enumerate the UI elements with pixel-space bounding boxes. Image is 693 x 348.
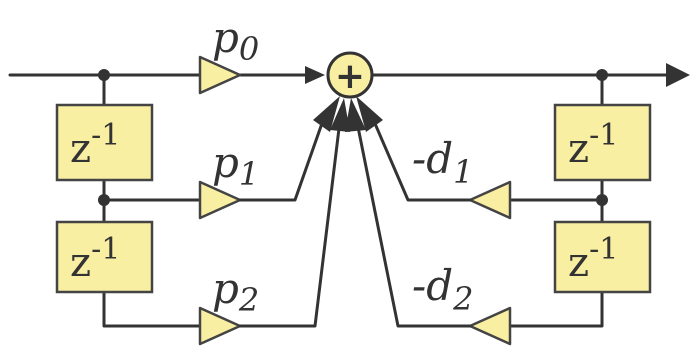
d2-branch-wire <box>353 110 472 328</box>
gain-p2-triangle <box>198 306 242 346</box>
gain-d1-triangle <box>468 180 512 220</box>
output-arrow <box>666 63 690 87</box>
left-delay-box-1 <box>55 103 154 182</box>
right-junction-mid <box>596 194 608 206</box>
d2-arrowhead <box>345 98 366 132</box>
adder-circle <box>326 51 374 99</box>
gain-p1-triangle <box>198 180 242 220</box>
p1-branch-wire <box>238 110 328 202</box>
right-delay-box-2 <box>553 220 652 294</box>
right-delay-1-label: z-1 <box>568 118 618 172</box>
p1-label: p1 <box>212 138 259 193</box>
p0-label: p0 <box>212 13 259 68</box>
d2-label: -d2 <box>412 261 473 318</box>
gain-d2-triangle <box>468 306 512 346</box>
adder-plus-symbol: + <box>335 56 365 97</box>
right-delay-box-1 <box>553 103 652 182</box>
left-delay-1-label: z-1 <box>70 118 120 172</box>
left-delay-2-label: z-1 <box>70 232 120 286</box>
left-tap2-wire <box>102 290 202 328</box>
p2-branch-wire <box>238 110 343 328</box>
gain-p0-triangle <box>198 55 242 95</box>
p1-arrowhead <box>313 96 340 132</box>
left-junction-mid <box>98 194 110 206</box>
d1-branch-wire <box>368 110 472 202</box>
left-delay-box-2 <box>55 220 154 294</box>
adder-input-arrow <box>305 66 325 84</box>
d1-arrowhead <box>356 96 383 132</box>
left-junction-top <box>98 69 110 81</box>
right-junction-top <box>596 69 608 81</box>
p2-label: p2 <box>212 264 259 319</box>
p2-arrowhead <box>330 98 350 132</box>
d1-label: -d1 <box>412 134 473 191</box>
right-tap2-wire <box>508 290 604 328</box>
right-delay-2-label: z-1 <box>568 232 618 286</box>
